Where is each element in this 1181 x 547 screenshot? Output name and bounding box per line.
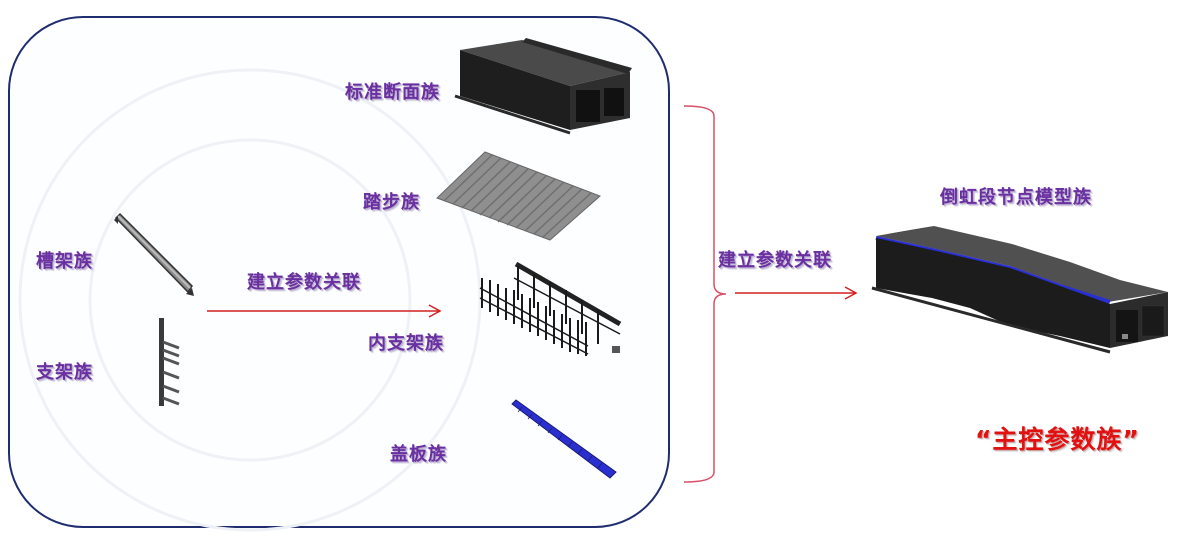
- master-parameter-family-caption: “主控参数族”: [975, 425, 1140, 454]
- trough-model-icon: [114, 212, 194, 296]
- right-arrow-icon-2: [735, 286, 858, 300]
- brace-icon: [683, 105, 727, 483]
- cover-plate-family-label: 盖板族: [390, 444, 447, 465]
- inner-bracket-family-label: 内支架族: [368, 333, 444, 354]
- standard-section-model-icon: [454, 38, 632, 135]
- inner-bracket-model-icon: [479, 261, 622, 356]
- step-model-icon: [436, 151, 601, 241]
- trough-family-label: 槽架族: [36, 251, 93, 272]
- siphon-node-model-icon: [871, 226, 1168, 354]
- bracket-family-label: 支架族: [36, 362, 93, 383]
- cover-plate-model-icon: [511, 399, 617, 479]
- brace-arrow-label: 建立参数关联: [718, 250, 832, 271]
- bracket-model-icon: [159, 318, 180, 406]
- siphon-node-model-family-label: 倒虹段节点模型族: [940, 187, 1092, 208]
- step-family-label: 踏步族: [363, 192, 420, 213]
- standard-section-family-label: 标准断面族: [345, 82, 440, 103]
- right-arrow-icon: [207, 304, 442, 318]
- left-arrow-label: 建立参数关联: [247, 272, 361, 293]
